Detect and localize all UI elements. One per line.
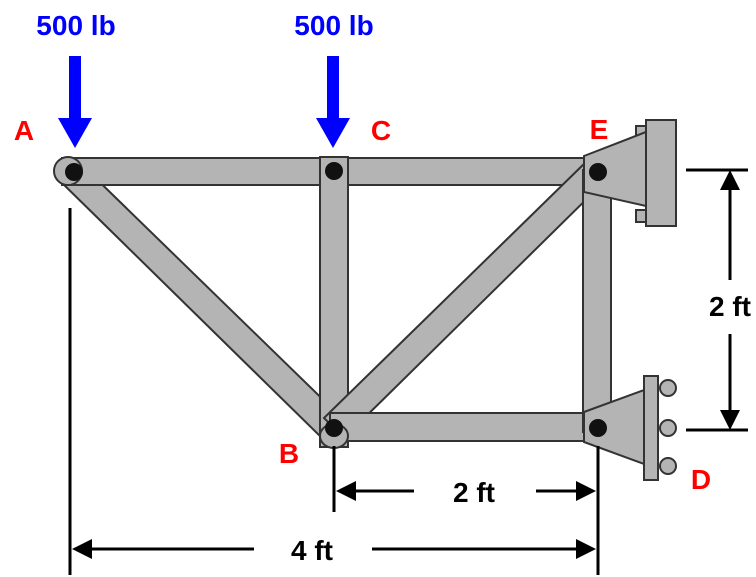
support-d xyxy=(583,375,677,481)
dimension-vertical xyxy=(686,168,748,432)
support-e-wall-plate xyxy=(645,119,677,227)
dimension-overall-label: 4 ft xyxy=(291,535,333,566)
pin-d xyxy=(589,419,607,437)
pin-a xyxy=(65,163,83,181)
member-be xyxy=(322,158,608,440)
load-label-left: 500 lb xyxy=(36,10,115,41)
pin-c xyxy=(325,162,343,180)
support-d-roller-3 xyxy=(659,457,677,475)
member-bd xyxy=(329,412,609,442)
support-e-bolt-bottom xyxy=(635,209,647,223)
node-label-e: E xyxy=(590,114,609,145)
support-e xyxy=(583,119,677,227)
load-arrow-right xyxy=(316,56,350,148)
member-ed xyxy=(582,169,612,433)
node-label-b: B xyxy=(279,438,299,469)
node-label-a: A xyxy=(14,115,34,146)
load-arrow-left xyxy=(58,56,92,148)
pin-e xyxy=(589,163,607,181)
member-ab xyxy=(57,160,346,442)
pin-b xyxy=(325,419,343,437)
support-e-bracket xyxy=(583,130,647,208)
dimension-bottom-right xyxy=(332,446,600,575)
support-d-plate xyxy=(643,375,659,481)
support-d-roller-1 xyxy=(659,379,677,397)
support-d-bracket xyxy=(583,388,645,466)
node-label-c: C xyxy=(371,115,391,146)
dimension-bottom-right-label: 2 ft xyxy=(453,477,495,508)
dimension-overall xyxy=(68,208,596,575)
dimension-vertical-label: 2 ft xyxy=(709,291,751,322)
node-label-d: D xyxy=(691,464,711,495)
truss-members xyxy=(57,156,612,448)
load-label-right: 500 lb xyxy=(294,10,373,41)
support-d-roller-2 xyxy=(659,419,677,437)
